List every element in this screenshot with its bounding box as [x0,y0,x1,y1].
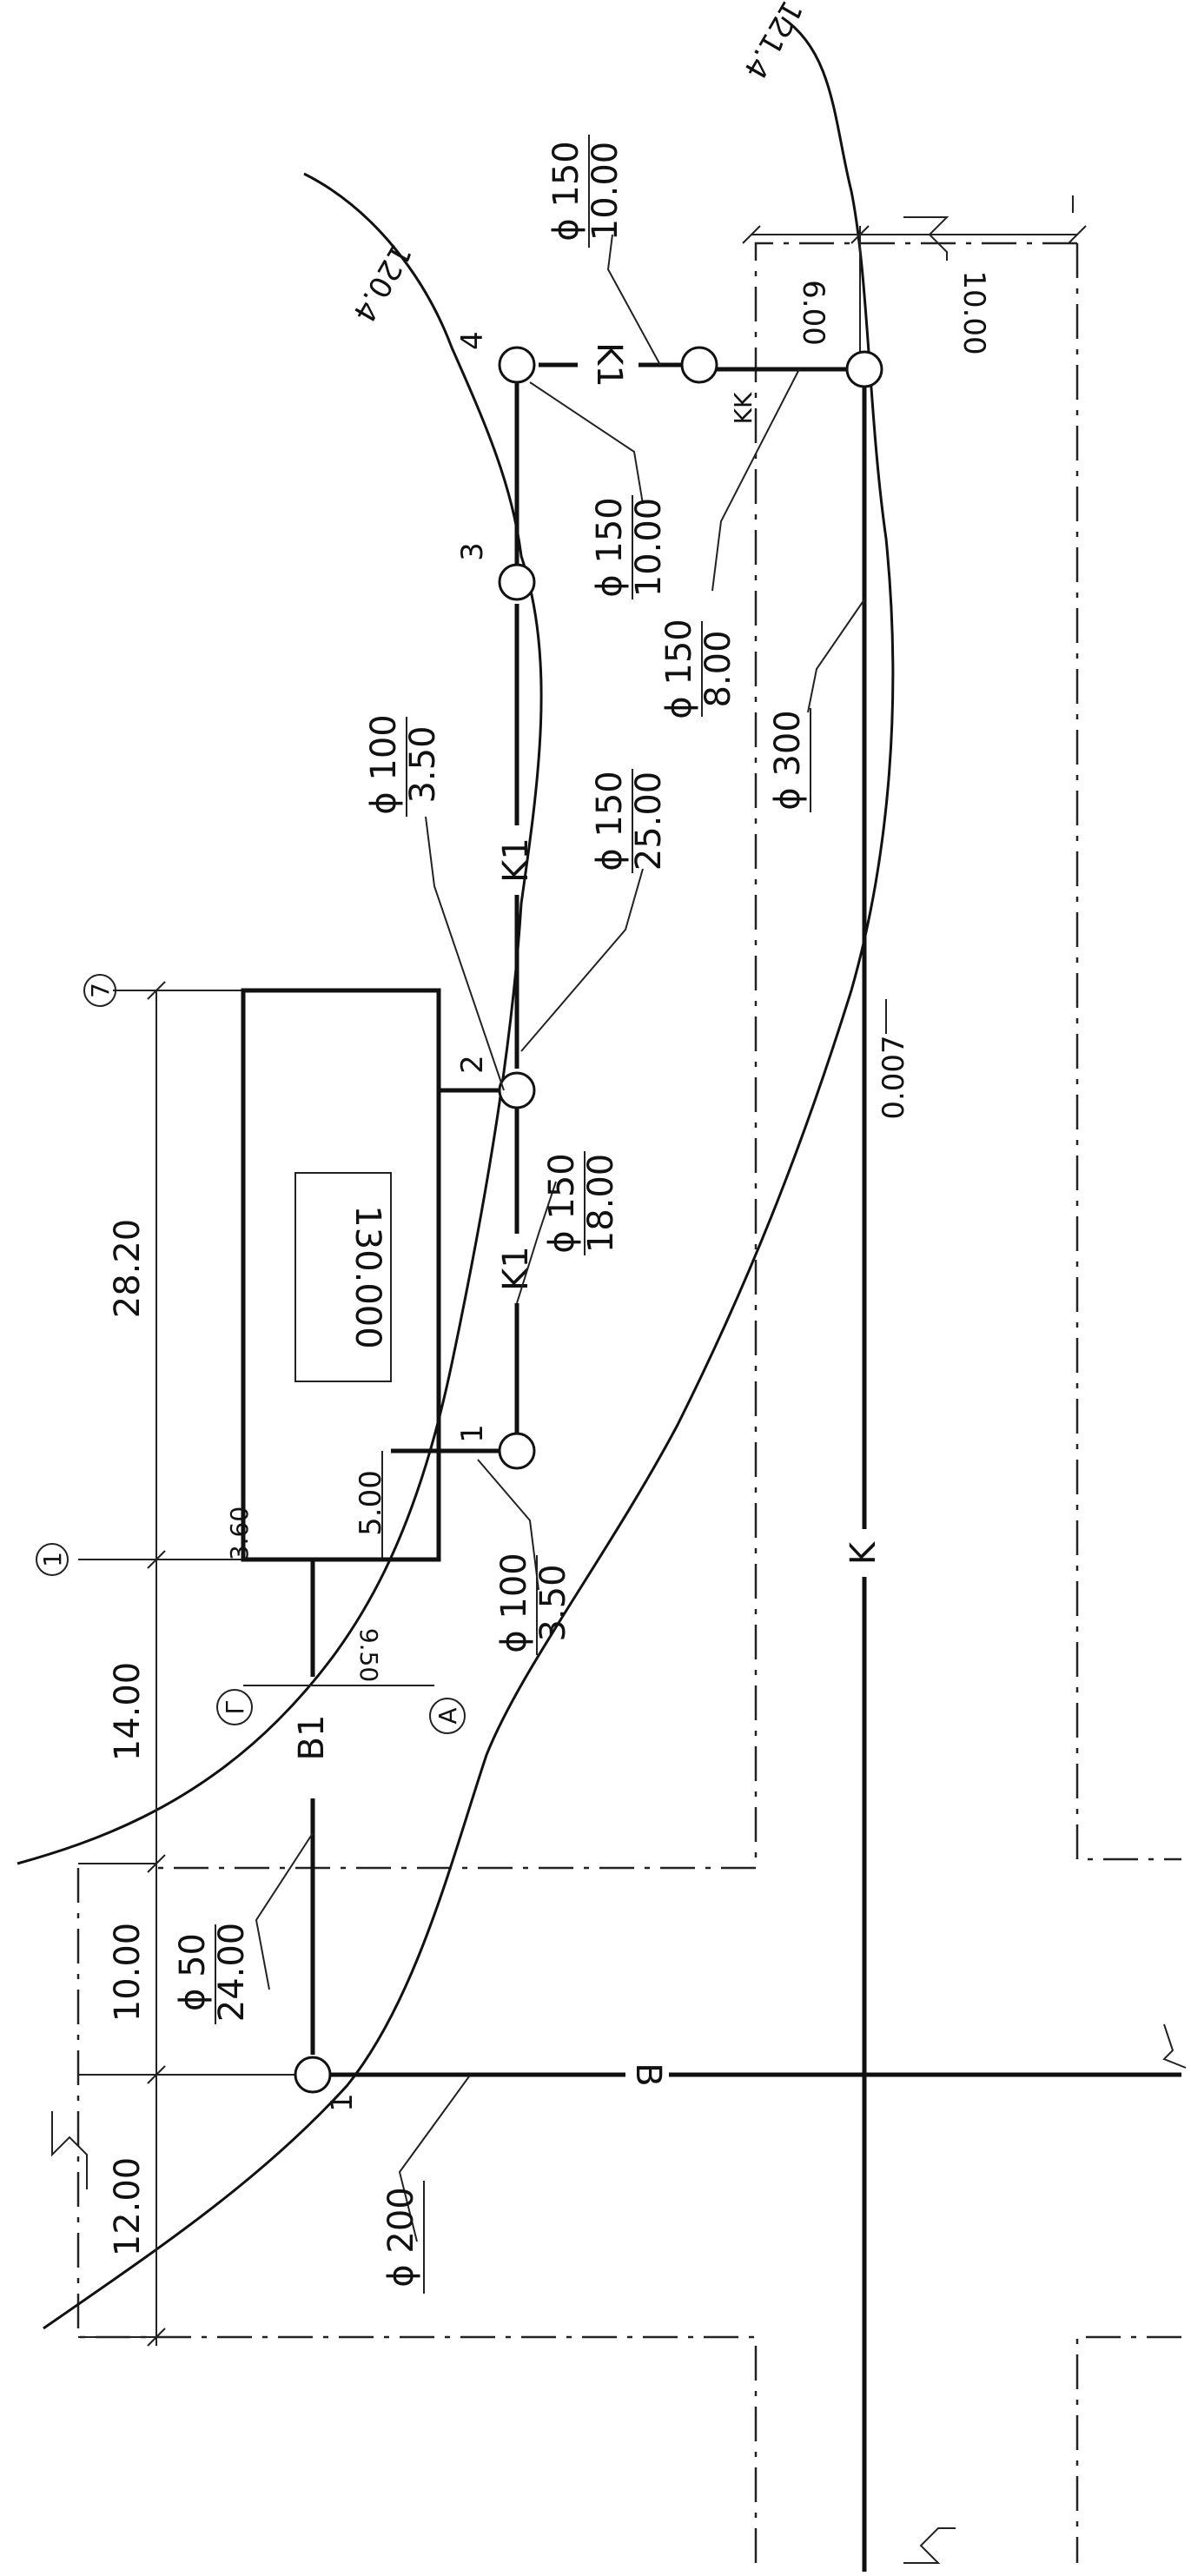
label-e-diameter: ϕ 100 [364,714,404,814]
label-f-length: 25.00 [629,771,669,871]
axis-a-label: A [433,1707,462,1724]
line-label-b: B [628,2063,668,2086]
dim-tick-1 [147,981,166,1000]
sewer-main: K 0.007 [844,350,911,2572]
contour-lines [17,16,895,2330]
slope-label: 0.007 [877,1035,911,1119]
label-h-diameter: ϕ 150 [659,619,699,718]
line-label-k: K [844,1540,883,1565]
break-mark-right [1162,2023,1187,2069]
dim-tick-4 [147,2065,166,2084]
dimension-texts: 28.20 14.00 10.00 12.00 6.00 10.00 [108,270,991,2256]
leader-a [255,1832,314,1990]
dim-text-950: 9.50 [354,1628,383,1682]
sewer-well-3 [498,563,536,601]
building-elevation-label: 130.000 [347,1205,387,1348]
break-mark-bottom [903,2527,956,2564]
axis-7-bubble [83,974,116,1007]
dim-text-500: 5.00 [354,1470,388,1536]
sewer-well-1-label: 1 [455,1424,490,1443]
label-h-length: 8.00 [698,630,738,707]
contour-lower [17,172,543,1865]
leader-lines [255,234,865,2242]
house-sewer: K1 K1 K1 1 2 3 4 KK [391,331,847,1470]
dim-tick-5 [147,2328,166,2347]
dim-text-1000a: 10.00 [108,1923,148,2023]
building-outline [241,988,441,1562]
axis-g-bubble [216,1689,253,1725]
axis-7-label: 7 [86,983,115,998]
leader-j [807,599,865,713]
road-boundary-right-lower [1075,2335,1181,2563]
sewer-well-kk-label: KK [729,392,758,424]
dim-text-1400: 14.00 [108,1662,148,1762]
grid-axes: 7 1 Г A [36,974,466,1734]
label-c-length: 3.50 [533,1564,573,1641]
leader-e [425,816,505,1091]
label-d-length: 18.00 [581,1154,621,1254]
dim-tick-3 [147,1854,166,1873]
label-g-diameter: ϕ 150 [590,497,630,597]
line-label-k1b: K1 [496,838,536,883]
sewer-well-2 [498,1071,536,1109]
sewer-well-1 [498,1432,536,1470]
leader-d [516,1181,557,1304]
sewer-well-kk [680,346,718,384]
dim-text-360: 3.60 [225,1507,254,1560]
label-d-diameter: ϕ 150 [542,1153,582,1253]
dim-tick-r3 [1068,225,1087,244]
contour-label-upper: 121.4 [737,0,809,85]
line-label-b1: B1 [292,1715,332,1761]
label-b-diameter: ϕ 200 [381,2187,421,2287]
contour-label-lower: 120.4 [346,237,418,328]
leader-c [477,1459,539,1591]
water-well-1 [294,2056,332,2094]
dim-text-1200: 12.00 [108,2157,148,2257]
leader-h [711,368,800,592]
label-e-length: 3.50 [403,725,443,803]
break-mark-top [903,216,949,261]
sewer-well-3-label: 3 [455,542,490,561]
label-c-diameter: ϕ 100 [494,1553,534,1652]
axis-1-bubble [36,1543,69,1576]
axis-a-bubble [429,1698,466,1734]
label-g-length: 10.00 [629,498,669,598]
dimension-lines [78,225,1087,2347]
upper-plot-boundary [148,242,1077,1870]
pipe-labels: ϕ 50 24.00 ϕ 200 ϕ 100 3.50 ϕ 150 18.00 … [173,135,811,2294]
line-label-k1c: K1 [589,342,629,387]
water-well-1-label: 1 [325,2093,360,2112]
water-supply: B B1 1 [292,1560,1181,2112]
leader-b [398,2076,470,2242]
dim-text-1000b: 10.00 [956,270,991,354]
road-boundary-left [76,1868,758,2563]
axis-g-label: Г [221,1699,249,1714]
dim-tick-r1 [742,225,761,244]
leader-f [520,868,644,1052]
label-j-diameter: ϕ 300 [768,710,808,810]
break-mark-left [51,2111,88,2189]
dim-tick-2 [147,1550,166,1569]
axis-1-label: 1 [38,1552,67,1567]
label-a-diameter: ϕ 50 [173,1933,213,2011]
road-boundary-right [1075,243,1181,1861]
sewer-well-4-label: 4 [455,331,490,350]
sewer-well-4 [498,346,536,384]
leader-g [529,381,644,505]
label-i-diameter: ϕ 150 [546,141,586,241]
dim-text-2820: 28.20 [108,1219,148,1319]
dim-text-600: 6.00 [796,280,830,346]
sewer-well-2-label: 2 [455,1055,490,1074]
line-label-k1a: K1 [496,1246,536,1291]
label-a-length: 24.00 [212,1923,252,2023]
label-i-length: 10.00 [586,142,625,242]
label-f-diameter: ϕ 150 [590,771,630,871]
leader-i [606,234,661,366]
contour-upper [43,16,895,2330]
building-label-frame [294,1172,392,1382]
building: 130.000 3.60 5.00 9.50 [225,988,441,1682]
sewer-well-main [845,350,883,388]
